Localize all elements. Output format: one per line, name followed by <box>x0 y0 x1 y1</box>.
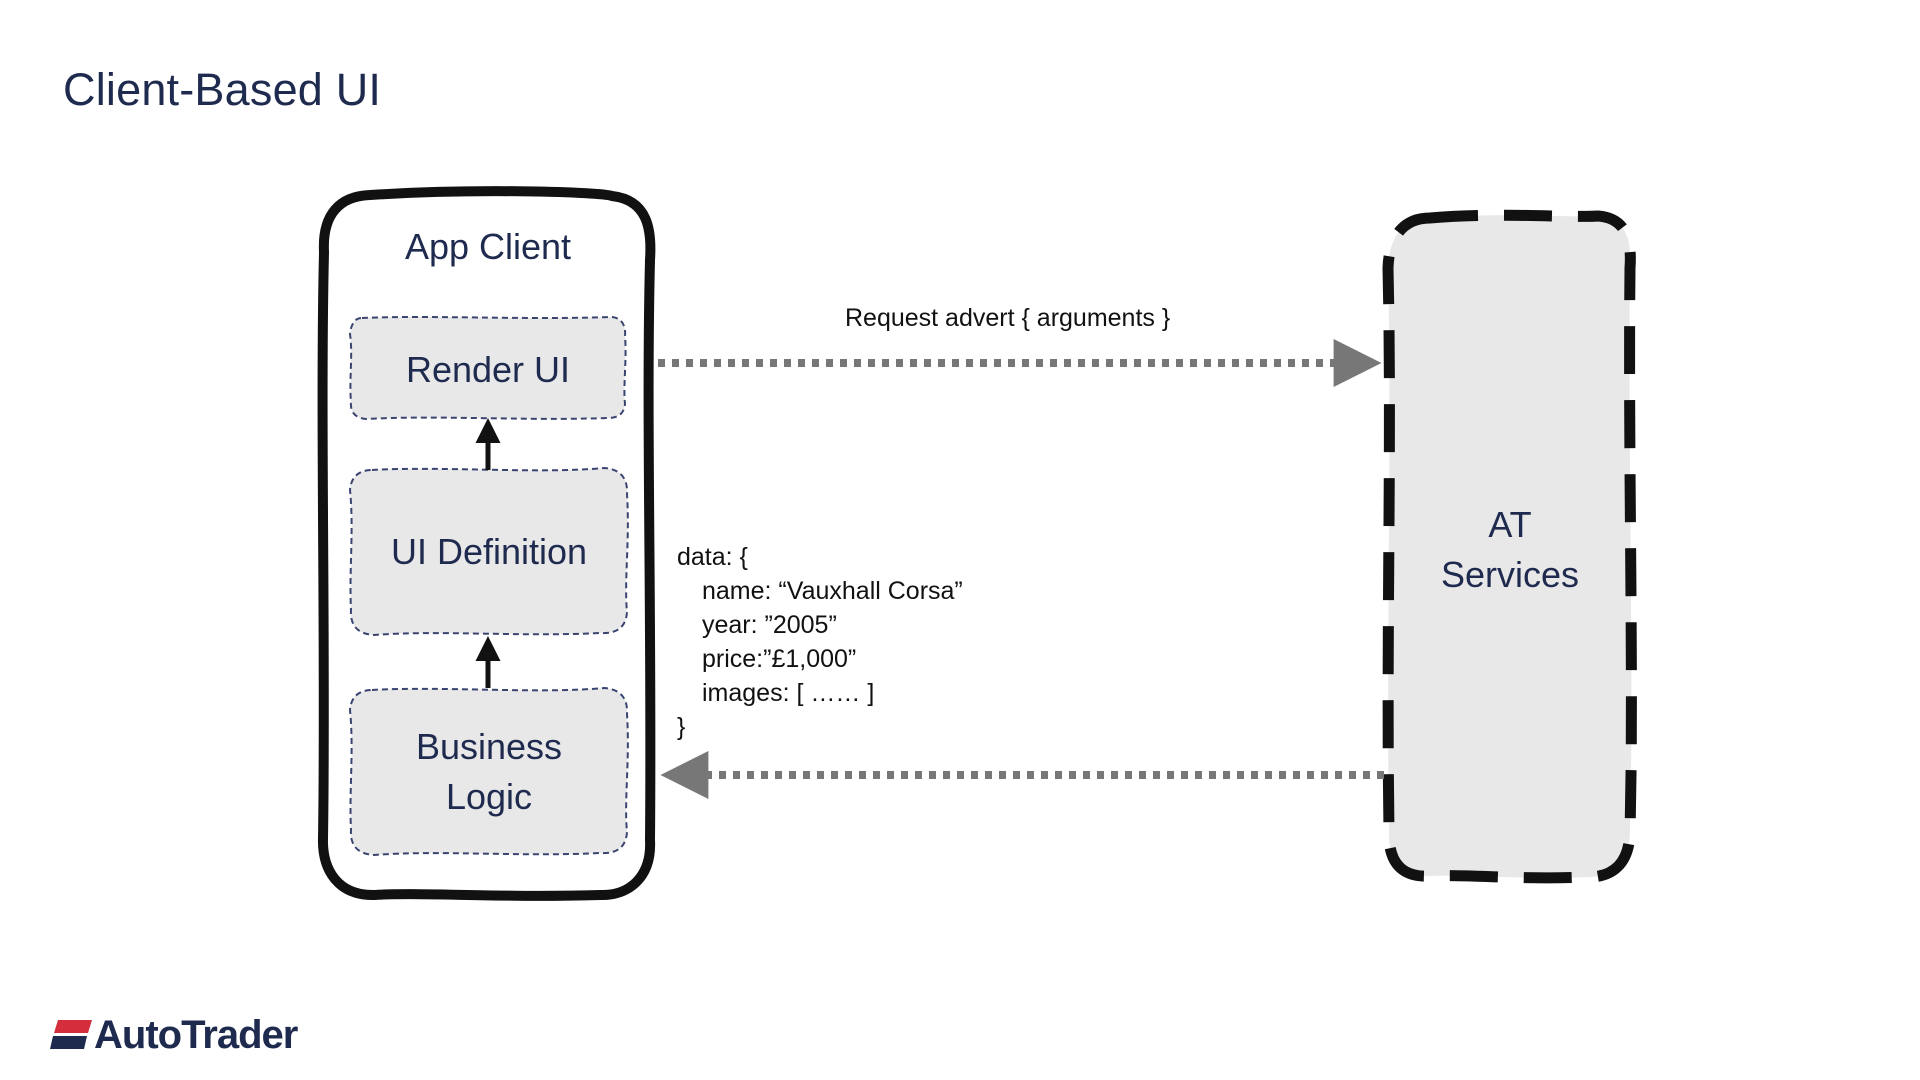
ui-definition-box <box>348 466 629 637</box>
at-services-container <box>1382 209 1637 884</box>
business-logic-line1: Business <box>415 726 563 767</box>
slide-title: Client-Based UI <box>63 64 382 115</box>
at-services-label: AT Services <box>1388 500 1632 600</box>
business-logic-box <box>348 686 629 857</box>
response-line: images: [ …… ] <box>702 679 875 707</box>
response-line: data: { <box>677 543 748 571</box>
render-ui-box <box>348 315 627 421</box>
at-services-line2: Services <box>1440 554 1580 595</box>
request-label: Request advert { arguments } <box>845 304 1171 332</box>
business-logic-label: Business Logic <box>350 722 628 822</box>
response-line: year: ”2005” <box>702 611 837 639</box>
response-line: } <box>677 713 686 741</box>
autotrader-logo: AutoTrader <box>50 1012 298 1058</box>
response-line: name: “Vauxhall Corsa” <box>702 577 963 605</box>
response-line: price:”£1,000” <box>702 645 857 673</box>
at-services-line1: AT <box>1488 504 1532 545</box>
ui-definition-label: UI Definition <box>390 531 588 572</box>
autotrader-logo-icon <box>50 1020 92 1049</box>
business-logic-line2: Logic <box>445 776 533 817</box>
app-client-label: App Client <box>404 226 572 267</box>
render-ui-label: Render UI <box>405 349 571 390</box>
response-data-block: data: { name: “Vauxhall Corsa” year: ”20… <box>677 540 963 744</box>
autotrader-logo-text: AutoTrader <box>94 1012 298 1057</box>
